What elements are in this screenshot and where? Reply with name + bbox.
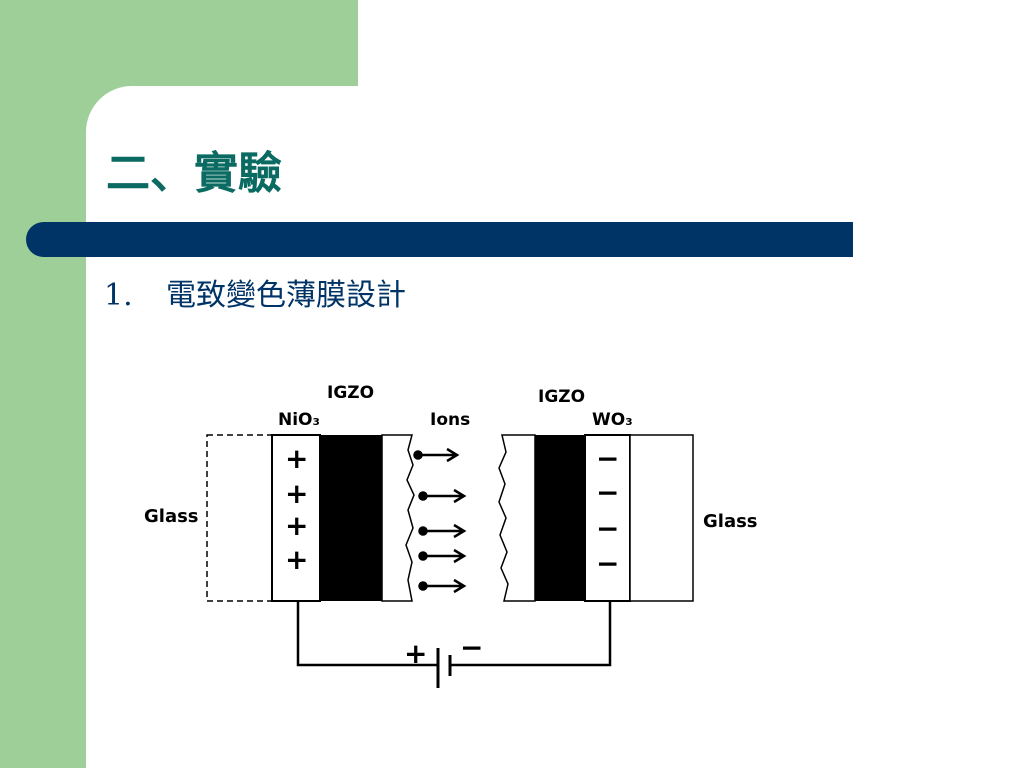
label-nio3: NiO₃ xyxy=(278,410,320,430)
circuit-wire xyxy=(296,601,612,667)
label-igzo-right: IGZO xyxy=(538,387,585,407)
minus-charge: − xyxy=(596,442,619,475)
minus-charge: − xyxy=(596,512,619,545)
title-underline-bar xyxy=(26,222,853,257)
ion-arrow xyxy=(423,548,467,564)
minus-charge: − xyxy=(596,547,619,580)
ion-arrow xyxy=(418,447,460,463)
white-background-top xyxy=(358,0,1024,90)
slide-title: 二、實驗 xyxy=(106,148,282,199)
electrochromic-device-diagram: IGZO NiO₃ Ions IGZO WO₃ Glass Glass + + … xyxy=(144,383,758,688)
plus-charge: + xyxy=(285,509,308,542)
plus-charge: + xyxy=(285,477,308,510)
battery-plus: + xyxy=(404,637,427,670)
wo3-layer xyxy=(584,434,631,602)
right-electrolyte xyxy=(498,434,536,602)
label-wo3: WO₃ xyxy=(592,410,633,430)
left-igzo-layer xyxy=(320,435,382,601)
green-background-top xyxy=(0,0,358,86)
ion-arrows xyxy=(413,447,467,594)
plus-charge: + xyxy=(285,442,308,475)
bullet-item: 1. 電致變色薄膜設計 xyxy=(104,276,406,316)
label-glass-right: Glass xyxy=(703,511,758,532)
label-ions: Ions xyxy=(430,410,470,430)
left-glass-dashed xyxy=(206,434,273,602)
right-glass xyxy=(629,434,694,602)
right-igzo-layer xyxy=(535,435,585,601)
ion-arrow xyxy=(423,578,467,594)
label-glass-left: Glass xyxy=(144,506,199,527)
left-electrolyte xyxy=(381,434,415,602)
battery-minus: − xyxy=(460,631,483,664)
plus-charge: + xyxy=(285,543,308,576)
slide-content-area xyxy=(86,86,1024,768)
label-igzo-left: IGZO xyxy=(327,383,374,403)
bullet-number: 1. xyxy=(104,278,133,313)
ion-arrow xyxy=(423,488,467,504)
nio3-layer xyxy=(271,434,321,602)
ion-arrow xyxy=(423,523,467,539)
minus-charge: − xyxy=(596,476,619,509)
bullet-text: 電致變色薄膜設計 xyxy=(166,278,406,313)
